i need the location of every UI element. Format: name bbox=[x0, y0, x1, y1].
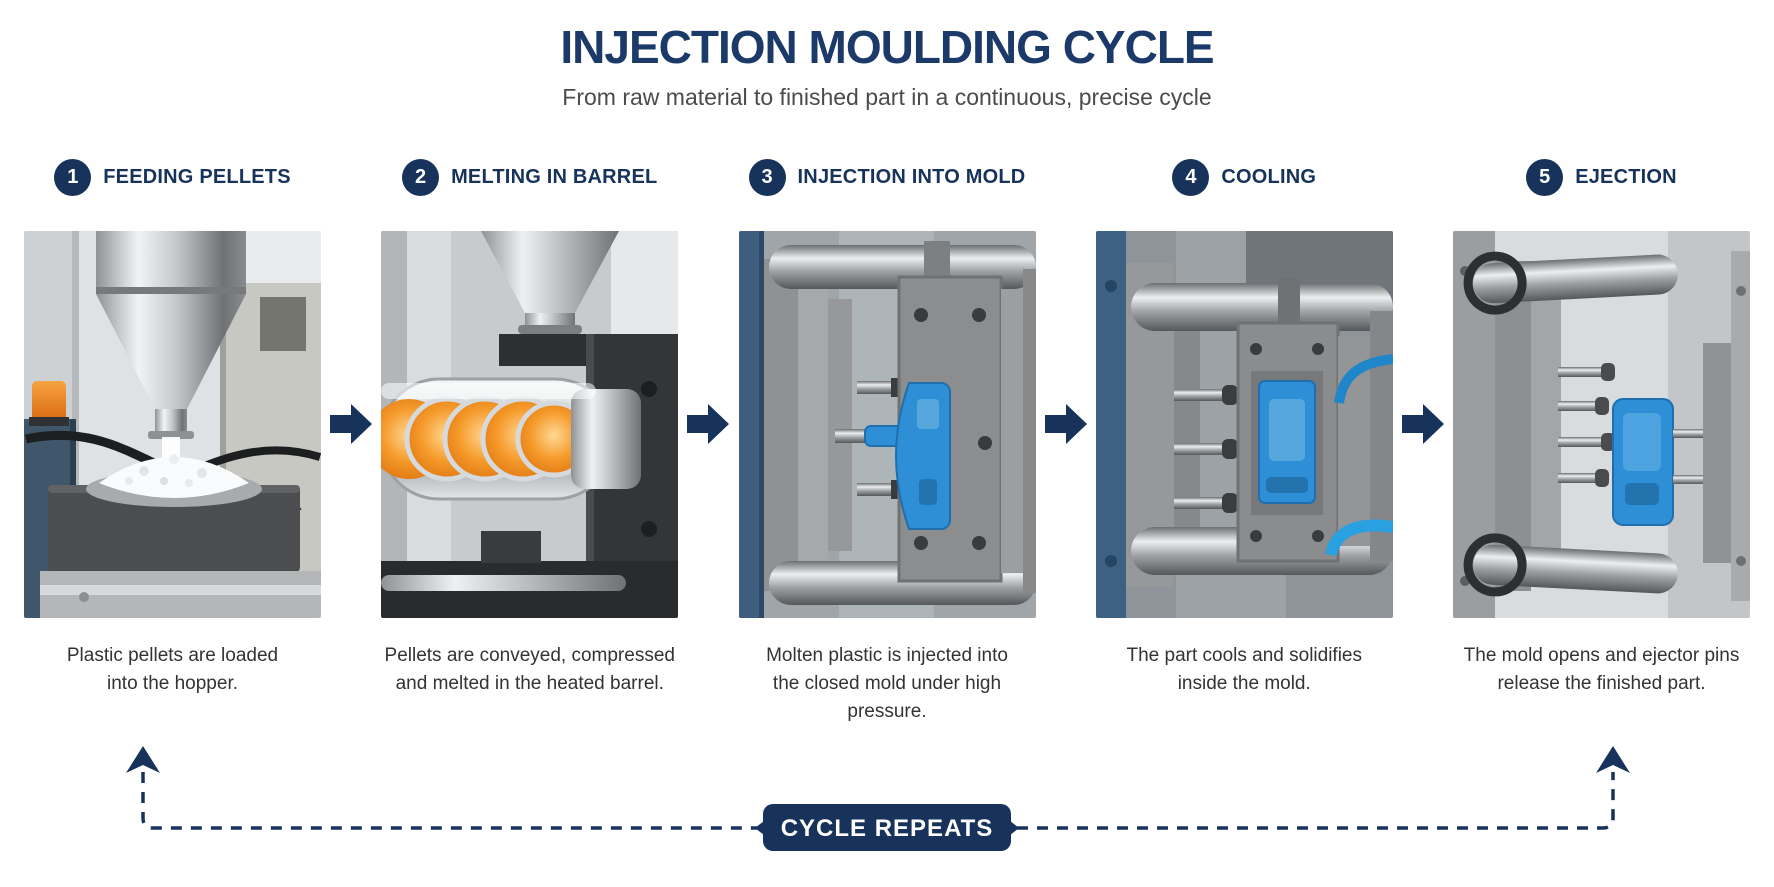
page-subtitle: From raw material to finished part in a … bbox=[562, 84, 1212, 110]
step-label: FEEDING PELLETS bbox=[103, 165, 291, 188]
step-ejection: 5 EJECTION bbox=[1453, 157, 1750, 698]
step-label: COOLING bbox=[1221, 165, 1317, 188]
photo-ejection bbox=[1453, 231, 1750, 618]
cycle-repeats-badge bbox=[763, 804, 1011, 851]
step-caption: Molten plastic is injected into the clos… bbox=[739, 642, 1036, 726]
step-caption: The mold opens and ejector pins release … bbox=[1453, 642, 1750, 698]
step-label: INJECTION INTO MOLD bbox=[797, 165, 1026, 188]
step-number-badge: 1 bbox=[54, 158, 92, 196]
arrow-right-icon bbox=[1043, 401, 1089, 447]
step-injection-into-mold: 3 INJECTION INTO MOLD bbox=[738, 157, 1036, 726]
caption-line: Pellets are conveyed, compressed bbox=[384, 645, 675, 666]
step-header: 3 INJECTION INTO MOLD bbox=[739, 157, 1036, 197]
step-number-badge: 4 bbox=[1172, 158, 1210, 196]
step-feeding-pellets: 1 FEEDING PELLETS bbox=[24, 157, 321, 698]
step-cooling: 4 COOLING bbox=[1095, 157, 1393, 698]
arrow-right-icon bbox=[685, 401, 731, 447]
step-caption: Pellets are conveyed, compressed and mel… bbox=[381, 642, 678, 698]
cycle-loop-graphic: CYCLE REPEATS bbox=[126, 746, 1630, 851]
step-header: 1 FEEDING PELLETS bbox=[24, 157, 321, 197]
step-number-badge: 3 bbox=[748, 158, 786, 196]
step-header: 4 COOLING bbox=[1096, 157, 1393, 197]
caption-line: and melted in the heated barrel. bbox=[395, 673, 664, 694]
caption-line: Plastic pellets are loaded bbox=[66, 645, 279, 666]
photo-cooling bbox=[1095, 231, 1393, 618]
caption-line: The mold opens and ejector pins bbox=[1463, 645, 1740, 666]
step-label: EJECTION bbox=[1575, 165, 1677, 188]
cooling-mold-illustration bbox=[1095, 231, 1393, 618]
arrow-right-icon bbox=[328, 401, 374, 447]
step-header: 5 EJECTION bbox=[1453, 157, 1750, 197]
step-melting-in-barrel: 2 MELTING IN BARREL bbox=[381, 157, 679, 698]
caption-line: inside the mold. bbox=[1177, 673, 1311, 694]
photo-feeding-pellets bbox=[24, 231, 321, 618]
step-label: MELTING IN BARREL bbox=[451, 165, 658, 188]
caption-line: into the hopper. bbox=[107, 673, 238, 694]
header: INJECTION MOULDING CYCLE From raw materi… bbox=[0, 0, 1774, 111]
cycle-loop: CYCLE REPEATS bbox=[0, 740, 1774, 887]
hopper-feeding-illustration bbox=[24, 231, 321, 618]
page-title: INJECTION MOULDING CYCLE bbox=[560, 21, 1214, 73]
closed-mold-illustration bbox=[738, 231, 1036, 618]
step-number-badge: 5 bbox=[1526, 158, 1564, 196]
caption-line: release the finished part. bbox=[1497, 673, 1706, 694]
caption-line: The part cools and solidifies bbox=[1126, 645, 1362, 666]
photo-injection-into-mold bbox=[738, 231, 1036, 618]
open-mold-ejection-illustration bbox=[1453, 231, 1750, 618]
steps-row: 1 FEEDING PELLETS bbox=[0, 157, 1774, 726]
step-number-badge: 2 bbox=[402, 158, 440, 196]
arrow-up-icon bbox=[1596, 746, 1630, 773]
step-header: 2 MELTING IN BARREL bbox=[381, 157, 678, 197]
cycle-repeats-label: CYCLE REPEATS bbox=[781, 815, 994, 842]
arrow-up-icon bbox=[126, 746, 160, 773]
step-caption: The part cools and solidifies inside the… bbox=[1096, 642, 1393, 698]
photo-melting-in-barrel bbox=[381, 231, 679, 618]
arrow-right-icon bbox=[1400, 401, 1446, 447]
step-caption: Plastic pellets are loaded into the hopp… bbox=[24, 642, 321, 698]
heated-barrel-illustration bbox=[381, 231, 679, 618]
caption-line: Molten plastic is injected into bbox=[766, 645, 1008, 666]
caption-line: the closed mold under high pressure. bbox=[772, 673, 1002, 722]
